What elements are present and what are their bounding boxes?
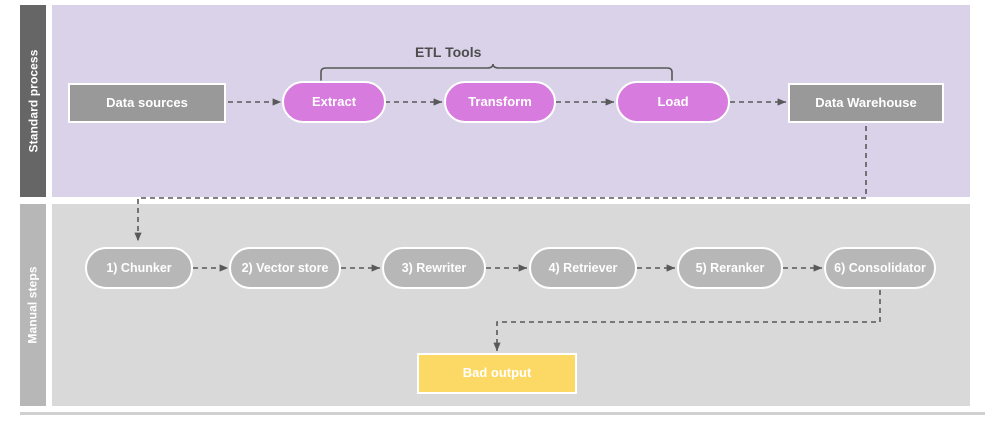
lane-label-standard-process: Standard process: [26, 49, 40, 153]
node-label-load: Load: [657, 93, 689, 109]
lane-header-standard-process: Standard process: [20, 5, 46, 197]
node-label-rewriter: 3) Rewriter: [401, 260, 467, 275]
node-label-reranker: 5) Reranker: [695, 260, 765, 275]
node-label-extract: Extract: [311, 93, 357, 109]
node-extract[interactable]: Extract: [282, 81, 386, 123]
node-data-sources[interactable]: Data sources: [68, 83, 226, 123]
node-transform[interactable]: Transform: [444, 81, 556, 123]
node-label-chunker: 1) Chunker: [106, 260, 172, 275]
bottom-divider: [20, 412, 985, 415]
node-retriever[interactable]: 4) Retriever: [529, 247, 637, 289]
node-rewriter[interactable]: 3) Rewriter: [382, 247, 486, 289]
etl-tools-label: ETL Tools: [415, 44, 482, 60]
lane-header-manual-steps: Manual steps: [20, 204, 46, 406]
node-consolidator[interactable]: 6) Consolidator: [824, 247, 936, 289]
lane-label-manual-steps: Manual steps: [26, 266, 41, 344]
node-label-data-sources: Data sources: [106, 94, 188, 110]
node-vector-store[interactable]: 2) Vector store: [229, 247, 341, 289]
node-label-data-warehouse: Data Warehouse: [815, 94, 917, 110]
node-reranker[interactable]: 5) Reranker: [677, 247, 783, 289]
node-chunker[interactable]: 1) Chunker: [85, 247, 193, 289]
node-label-bad-output: Bad output: [462, 365, 532, 381]
node-label-transform: Transform: [468, 93, 532, 109]
node-label-consolidator: 6) Consolidator: [834, 260, 926, 275]
node-data-warehouse[interactable]: Data Warehouse: [788, 83, 944, 123]
node-label-vector-store: 2) Vector store: [241, 260, 329, 275]
node-bad-output[interactable]: Bad output: [417, 353, 577, 394]
node-load[interactable]: Load: [616, 81, 730, 123]
node-label-retriever: 4) Retriever: [548, 260, 618, 275]
